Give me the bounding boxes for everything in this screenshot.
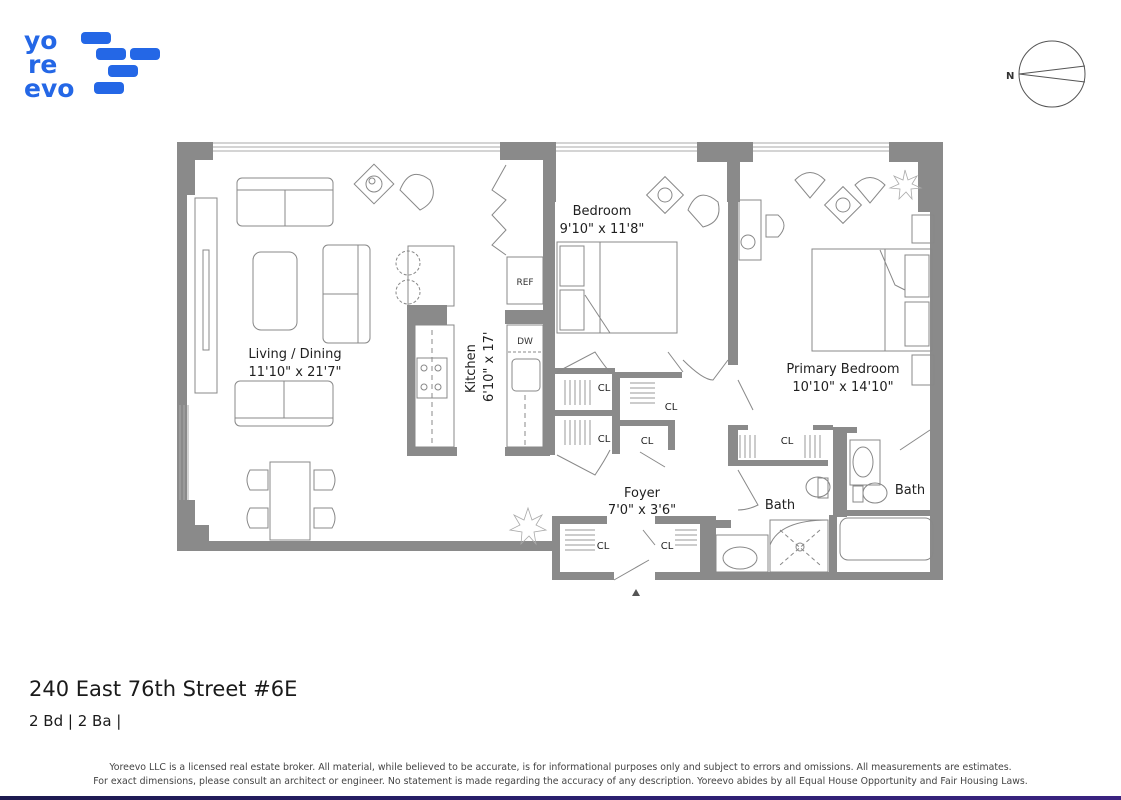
floor-plan: Living / Dining 11'10" x 21'7" Kitchen 6… — [177, 142, 943, 596]
room-dims-living-dining: 11'10" x 21'7" — [249, 365, 342, 380]
disclaimer-line-2: For exact dimensions, please consult an … — [93, 776, 1028, 787]
room-label-living-dining: Living / Dining — [248, 347, 341, 362]
closet-label-3: CL — [598, 434, 611, 445]
ref-label: REF — [516, 278, 533, 288]
listing-specs: 2 Bd | 2 Ba | — [29, 712, 122, 730]
walls — [177, 142, 943, 580]
windows — [179, 142, 889, 500]
room-label-bath-1: Bath — [765, 498, 795, 513]
disclaimer: Yoreevo LLC is a licensed real estate br… — [0, 761, 1121, 789]
closet-label-1: CL — [598, 383, 611, 394]
room-dims-bedroom: 9'10" x 11'8" — [560, 222, 645, 237]
room-dims-kitchen: 6'10" x 17' — [482, 332, 497, 402]
room-label-kitchen: Kitchen — [464, 344, 479, 393]
room-dims-primary-bedroom: 10'10" x 14'10" — [792, 380, 893, 395]
room-label-bedroom: Bedroom — [573, 204, 632, 219]
disclaimer-line-1: Yoreevo LLC is a licensed real estate br… — [109, 762, 1012, 773]
room-label-bath-2: Bath — [895, 483, 925, 498]
plant-icons — [508, 169, 923, 546]
north-arrow-compass-icon: N — [1006, 40, 1086, 108]
room-dims-foyer: 7'0" x 3'6" — [608, 503, 676, 518]
logo-text-line-3: evo — [24, 74, 75, 103]
closet-label-6: CL — [597, 541, 610, 552]
closet-label-7: CL — [661, 541, 674, 552]
entry-arrow-icon — [632, 589, 640, 596]
compass-north-label: N — [1006, 71, 1014, 82]
bottom-bar — [0, 796, 1121, 800]
dw-label: DW — [517, 337, 533, 347]
yoreevo-logo: yo re evo — [24, 28, 164, 102]
logo-text-line-1: yo — [24, 26, 58, 55]
logo-text-line-2: re — [28, 50, 58, 79]
closet-label-5: CL — [781, 436, 794, 447]
room-label-primary-bedroom: Primary Bedroom — [786, 362, 899, 377]
closet-label-2: CL — [665, 402, 678, 413]
furniture — [194, 163, 935, 581]
closet-label-4: CL — [641, 436, 654, 447]
listing-address: 240 East 76th Street #6E — [29, 677, 298, 701]
room-label-foyer: Foyer — [624, 486, 661, 501]
